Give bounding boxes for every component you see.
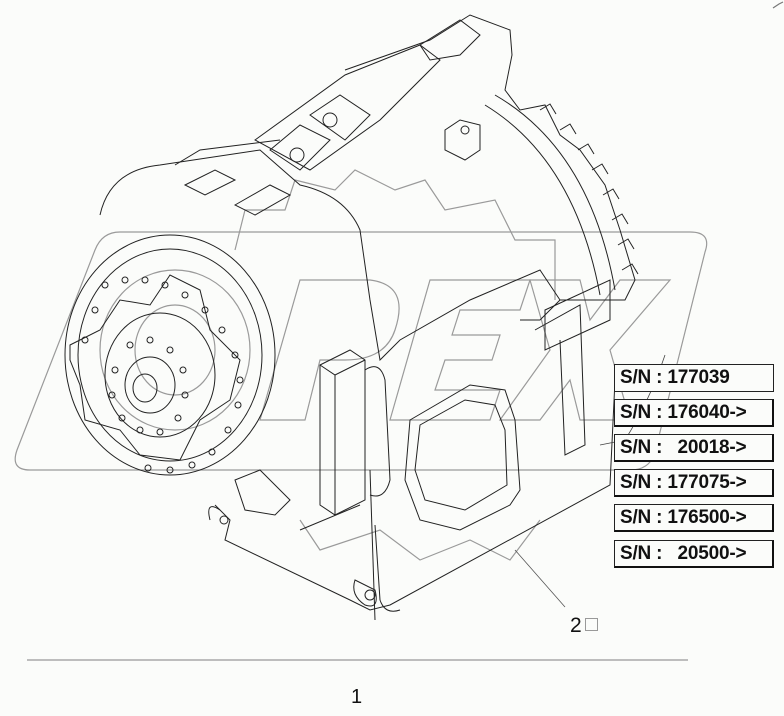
callout-checkbox-icon[interactable] — [584, 618, 598, 631]
serial-label-6: S/N : 20500-> — [614, 540, 774, 568]
divider-rule — [27, 659, 688, 661]
transmission-housing — [64, 14, 666, 621]
corner-mark — [772, 1, 784, 9]
serial-label-5: S/N : 176500-> — [614, 504, 774, 532]
page-number: 1 — [351, 686, 363, 708]
part-callout[interactable]: 2 — [570, 614, 598, 638]
callout-number: 2 — [570, 614, 582, 637]
serial-label-2: S/N : 176040-> — [614, 399, 774, 427]
serial-label-4: S/N : 177075-> — [614, 469, 774, 497]
serial-label-3: S/N : 20018-> — [614, 434, 774, 462]
serial-label-1: S/N : 177039 — [614, 364, 774, 392]
